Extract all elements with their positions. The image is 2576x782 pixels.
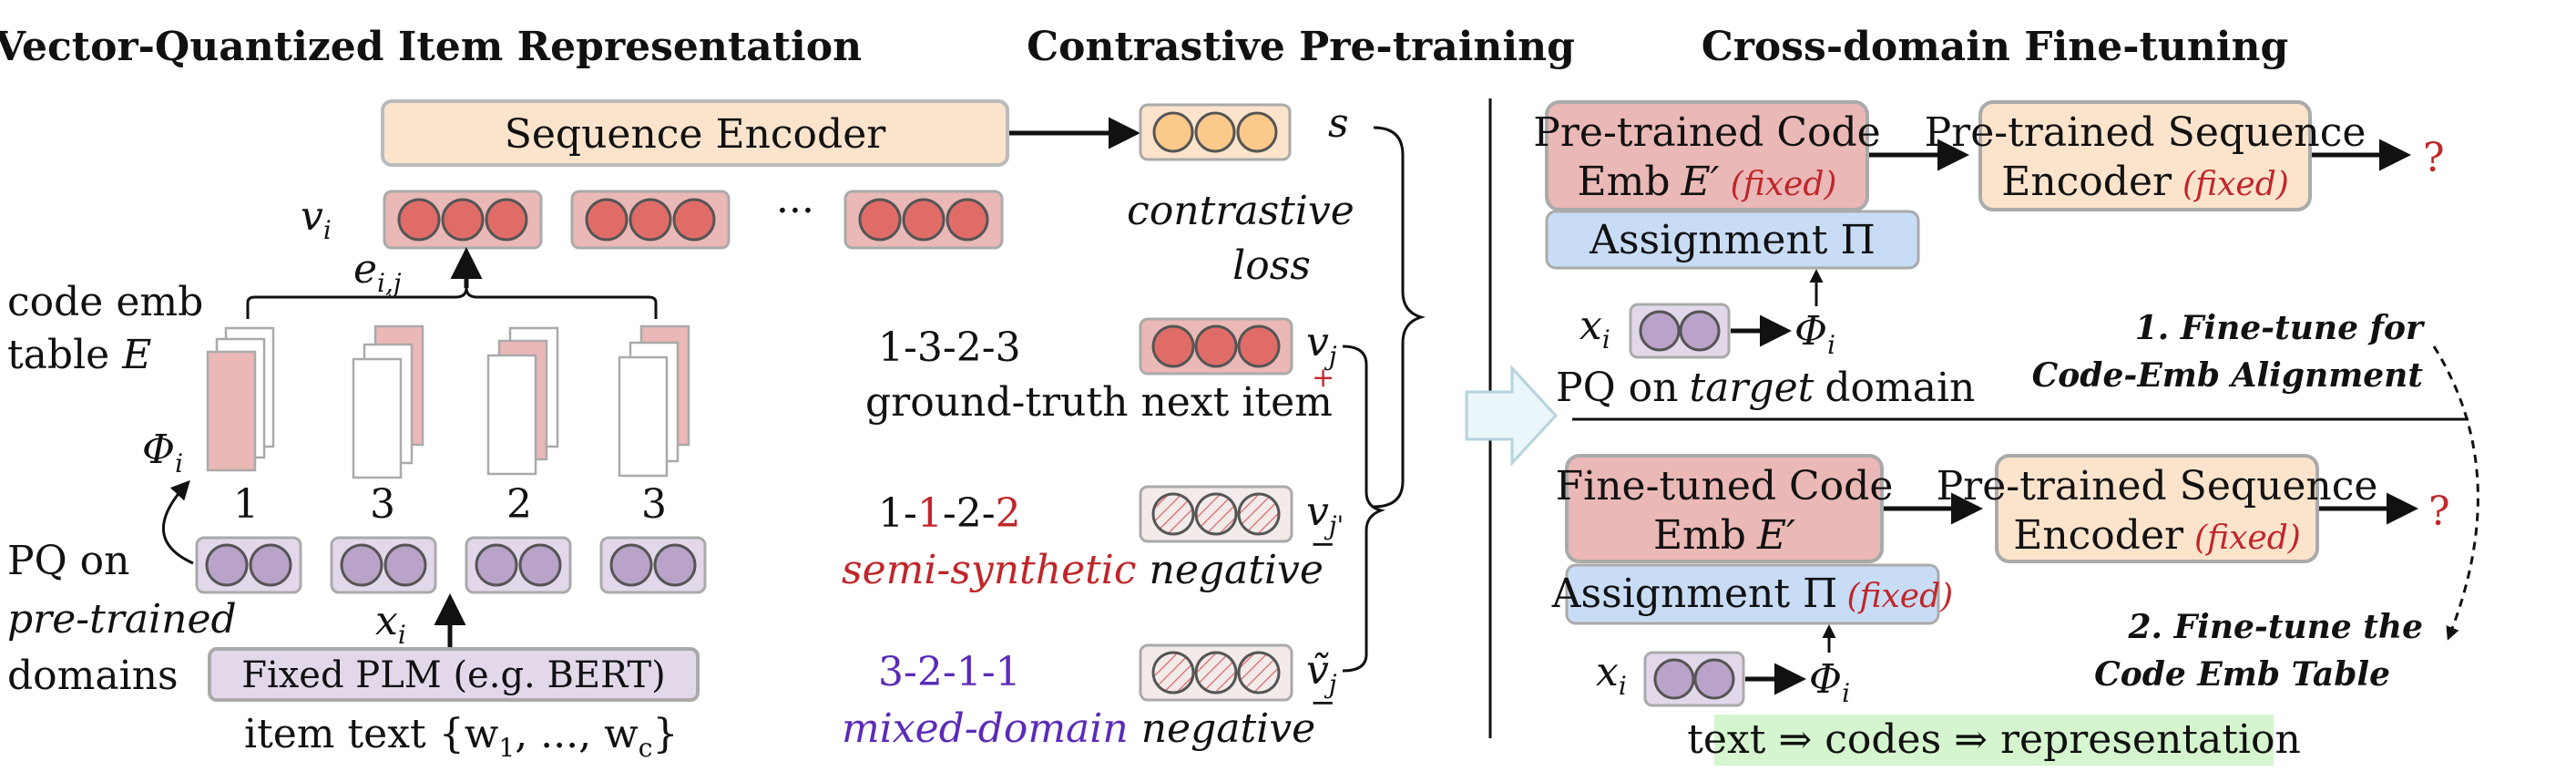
code-emb-table-4 [618,324,690,478]
top-seq-encoder-line1: Pre-trained Sequence [1925,109,2366,156]
top-phi-label: Φi [1794,308,1835,360]
pq-curved-arrow [162,479,194,565]
pq-subvector-1 [195,536,302,594]
code-index-1: 1 [233,481,259,528]
contrastive-label: contrastive [1127,188,1354,234]
label-e-ij: ei,j [353,246,402,298]
title-middle: Contrastive Pre-training [1027,24,1575,70]
label-v-pos: vj [1306,319,1337,371]
sequence-encoder-label: Sequence Encoder [505,111,887,158]
bottom-seq-encoder-line1: Pre-trained Sequence [1937,463,2378,509]
step1-line1: 1. Fine-tune for [2135,309,2426,347]
top-input-vector [1629,303,1731,359]
bottom-code-emb-line1: Fine-tuned Code [1556,463,1894,509]
code-emb-label-line1: code emb [7,279,203,325]
label-phi-i: Φi [142,427,183,478]
top-x-i: xi [1579,303,1610,355]
pq-subvector-3 [465,536,572,594]
contrastive-brace-outer [1373,126,1426,509]
bottom-question: ? [2428,489,2450,535]
top-assignment-label: Assignment Π [1589,217,1876,263]
sequence-vector-s [1139,103,1292,161]
step2-line2: Code Emb Table [2094,655,2390,694]
label-v-mixed: ṽj [1306,647,1337,699]
pq-label-line2: pre-trained [7,596,237,643]
plm-box [208,647,700,702]
aggregation-brace [246,287,658,319]
sequence-encoder-box [381,99,1009,167]
step2-line1: 2. Fine-tune the [2128,608,2424,646]
top-code-emb-box [1545,100,1869,211]
title-right: Cross-domain Fine-tuning [1702,24,2289,70]
code-index-2: 3 [370,481,395,528]
item-vector-2 [570,190,731,250]
item-vector-3 [843,190,1004,250]
top-question: ? [2423,135,2445,181]
mixed-negative-vector [1139,643,1293,702]
code-index-4: 3 [641,481,667,528]
bottom-code-emb-box [1565,454,1884,563]
item-vector-1 [383,190,543,250]
step1-line2: Code-Emb Alignment [2032,356,2424,395]
label-v-i: vi [301,193,332,245]
bottom-input-vector [1643,651,1745,707]
positive-codes: 1-3-2-3 [878,324,1021,371]
plm-label: Fixed PLM (e.g. BERT) [241,654,666,696]
positive-label: ground-truth next item [865,379,1333,426]
top-seq-encoder-box [1978,100,2312,211]
loss-label: loss [1232,242,1311,289]
pq-subvector-4 [599,536,707,594]
positive-vector [1139,317,1293,376]
top-code-emb-line1: Pre-trained Code [1533,109,1880,156]
bottom-seq-encoder-box [1995,454,2319,563]
semi-negative-vector [1139,485,1293,543]
plus-sign: + [1312,362,1334,394]
code-emb-table-2 [352,324,424,479]
bottom-seq-encoder-line2: Encoder(fixed) [2013,512,2301,559]
pq-subvector-2 [330,536,437,594]
pq-label-line1: PQ on [7,538,130,584]
top-assignment-box [1545,210,1920,270]
code-emb-table-3 [486,326,559,476]
semi-codes: 1-1-2-2 [878,490,1021,537]
label-v-semi: vj' [1306,489,1344,540]
title-left: Vector-Quantized Item Representation [0,24,862,70]
bottom-x-i: xi [1596,649,1627,701]
mixed-codes: 3-2-1-1 [878,649,1021,695]
code-index-3: 2 [506,481,532,528]
code-emb-table-1 [206,326,275,472]
transfer-arrow [1465,365,1559,467]
summary-highlight [1714,715,2274,766]
label-x-i: xi [375,598,406,650]
contrastive-brace-inner [1342,345,1386,673]
label-s: s [1328,100,1349,147]
summary-text: text ⇒ codes ⇒ representation [1687,716,2301,763]
ellipsis: ··· [776,188,814,234]
bottom-phi-label: Φi [1809,656,1850,708]
minus-sign-2: − [1310,684,1336,721]
bottom-assignment-label: Assignment Π(fixed) [1551,571,1953,617]
minus-sign-1: − [1310,526,1336,562]
pq-label-line3: domains [7,653,179,699]
top-seq-encoder-line2: Encoder(fixed) [2001,159,2289,205]
bottom-assignment-box [1565,563,1940,625]
item-text: item text {w1, ..., wc} [244,711,678,763]
